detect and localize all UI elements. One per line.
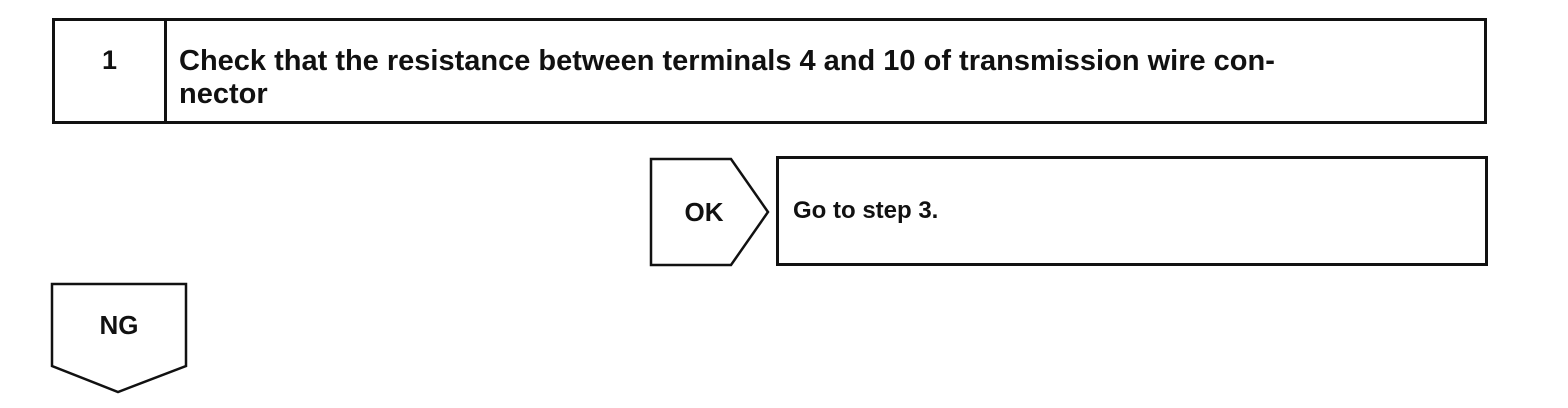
ok-arrow-shape xyxy=(649,157,770,267)
step-instruction: Check that the resistance between termin… xyxy=(179,45,1275,110)
ok-result-text: Go to step 3. xyxy=(793,197,939,224)
step-header: 1 Check that the resistance between term… xyxy=(52,18,1487,124)
ng-label: NG xyxy=(99,310,139,340)
step-number: 1 xyxy=(55,21,167,121)
ok-label: OK xyxy=(684,197,724,227)
ng-arrow-shape xyxy=(50,282,188,394)
ok-result-box: Go to step 3. xyxy=(776,156,1488,266)
